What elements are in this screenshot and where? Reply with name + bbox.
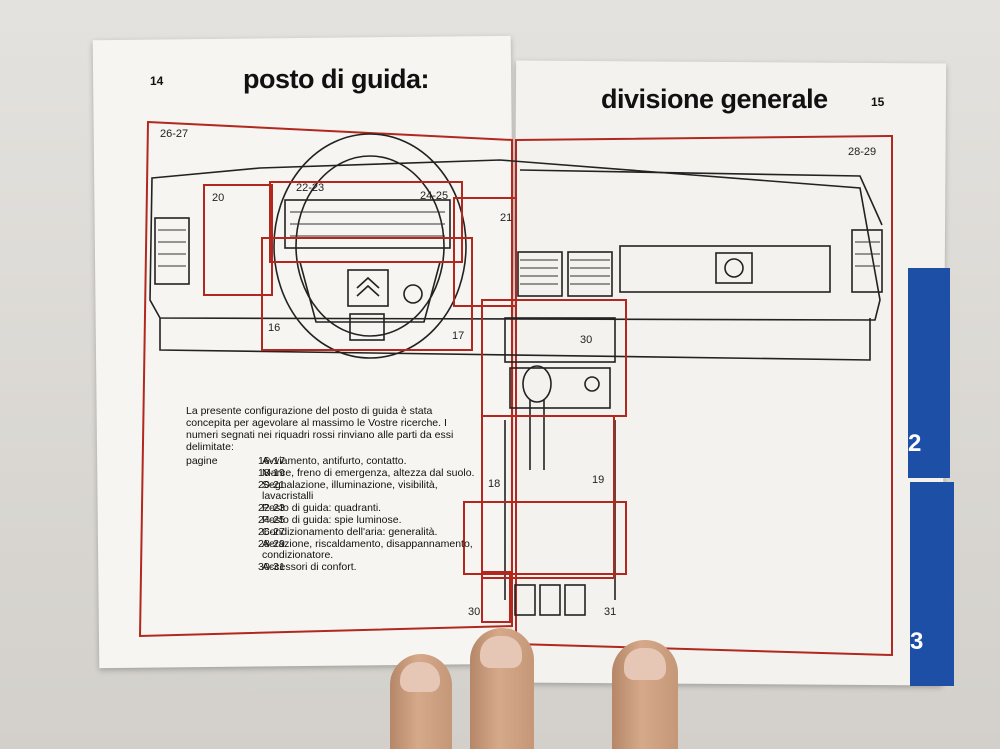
- legend-desc: Segnalazione, illuminazione, visibilità,…: [262, 478, 438, 503]
- page-title-left: posto di guida:: [243, 64, 429, 94]
- page-title-right: divisione generale: [601, 84, 828, 114]
- page-number-left: 14: [150, 74, 164, 88]
- box-label: 21: [500, 212, 513, 224]
- finger: [390, 654, 452, 749]
- tab-label: 2: [908, 430, 922, 457]
- corner-ref-left: 26-27: [160, 128, 189, 140]
- section-tab-2[interactable]: 2: [908, 268, 950, 478]
- fingernail: [480, 636, 522, 668]
- intro-paragraph: La presente configurazione del posto di …: [186, 405, 454, 453]
- legend-desc: Condizionamento dell'aria: generalità.: [262, 525, 438, 538]
- box-label: 20: [212, 192, 225, 204]
- page-number-right: 15: [871, 95, 885, 109]
- fingernail: [400, 662, 440, 692]
- legend-desc: Posto di guida: quadranti.: [262, 502, 382, 515]
- box-label: 30: [580, 334, 593, 346]
- box-label: 17: [452, 330, 465, 342]
- box-label: 22-23: [296, 182, 325, 194]
- box-label: 19: [592, 474, 605, 486]
- box-label: 24-25: [420, 190, 449, 202]
- box-label: 31: [604, 606, 617, 618]
- legend-desc: Avviamento, antifurto, contatto.: [262, 455, 407, 467]
- box-label: 16: [268, 322, 281, 334]
- finger: [470, 628, 534, 749]
- box-label: 30: [468, 606, 481, 618]
- legend-desc: Marce, freno di emergenza, altezza dal s…: [262, 466, 475, 479]
- legend-desc: Accessori di confort.: [262, 561, 357, 574]
- box-label: 18: [488, 478, 501, 490]
- finger: [612, 640, 678, 749]
- left-red-frame: [138, 120, 513, 638]
- section-tab-3[interactable]: 3: [910, 482, 954, 686]
- corner-ref-right: 28-29: [848, 146, 877, 158]
- legend-desc: Aerazione, riscaldamento, disappannament…: [262, 537, 473, 562]
- fingernail: [624, 648, 666, 680]
- legend-desc: Posto di guida: spie luminose.: [262, 513, 402, 526]
- right-red-frame: [515, 134, 893, 657]
- legend-pages-label: pagine: [186, 455, 218, 467]
- tab-label: 3: [910, 628, 924, 655]
